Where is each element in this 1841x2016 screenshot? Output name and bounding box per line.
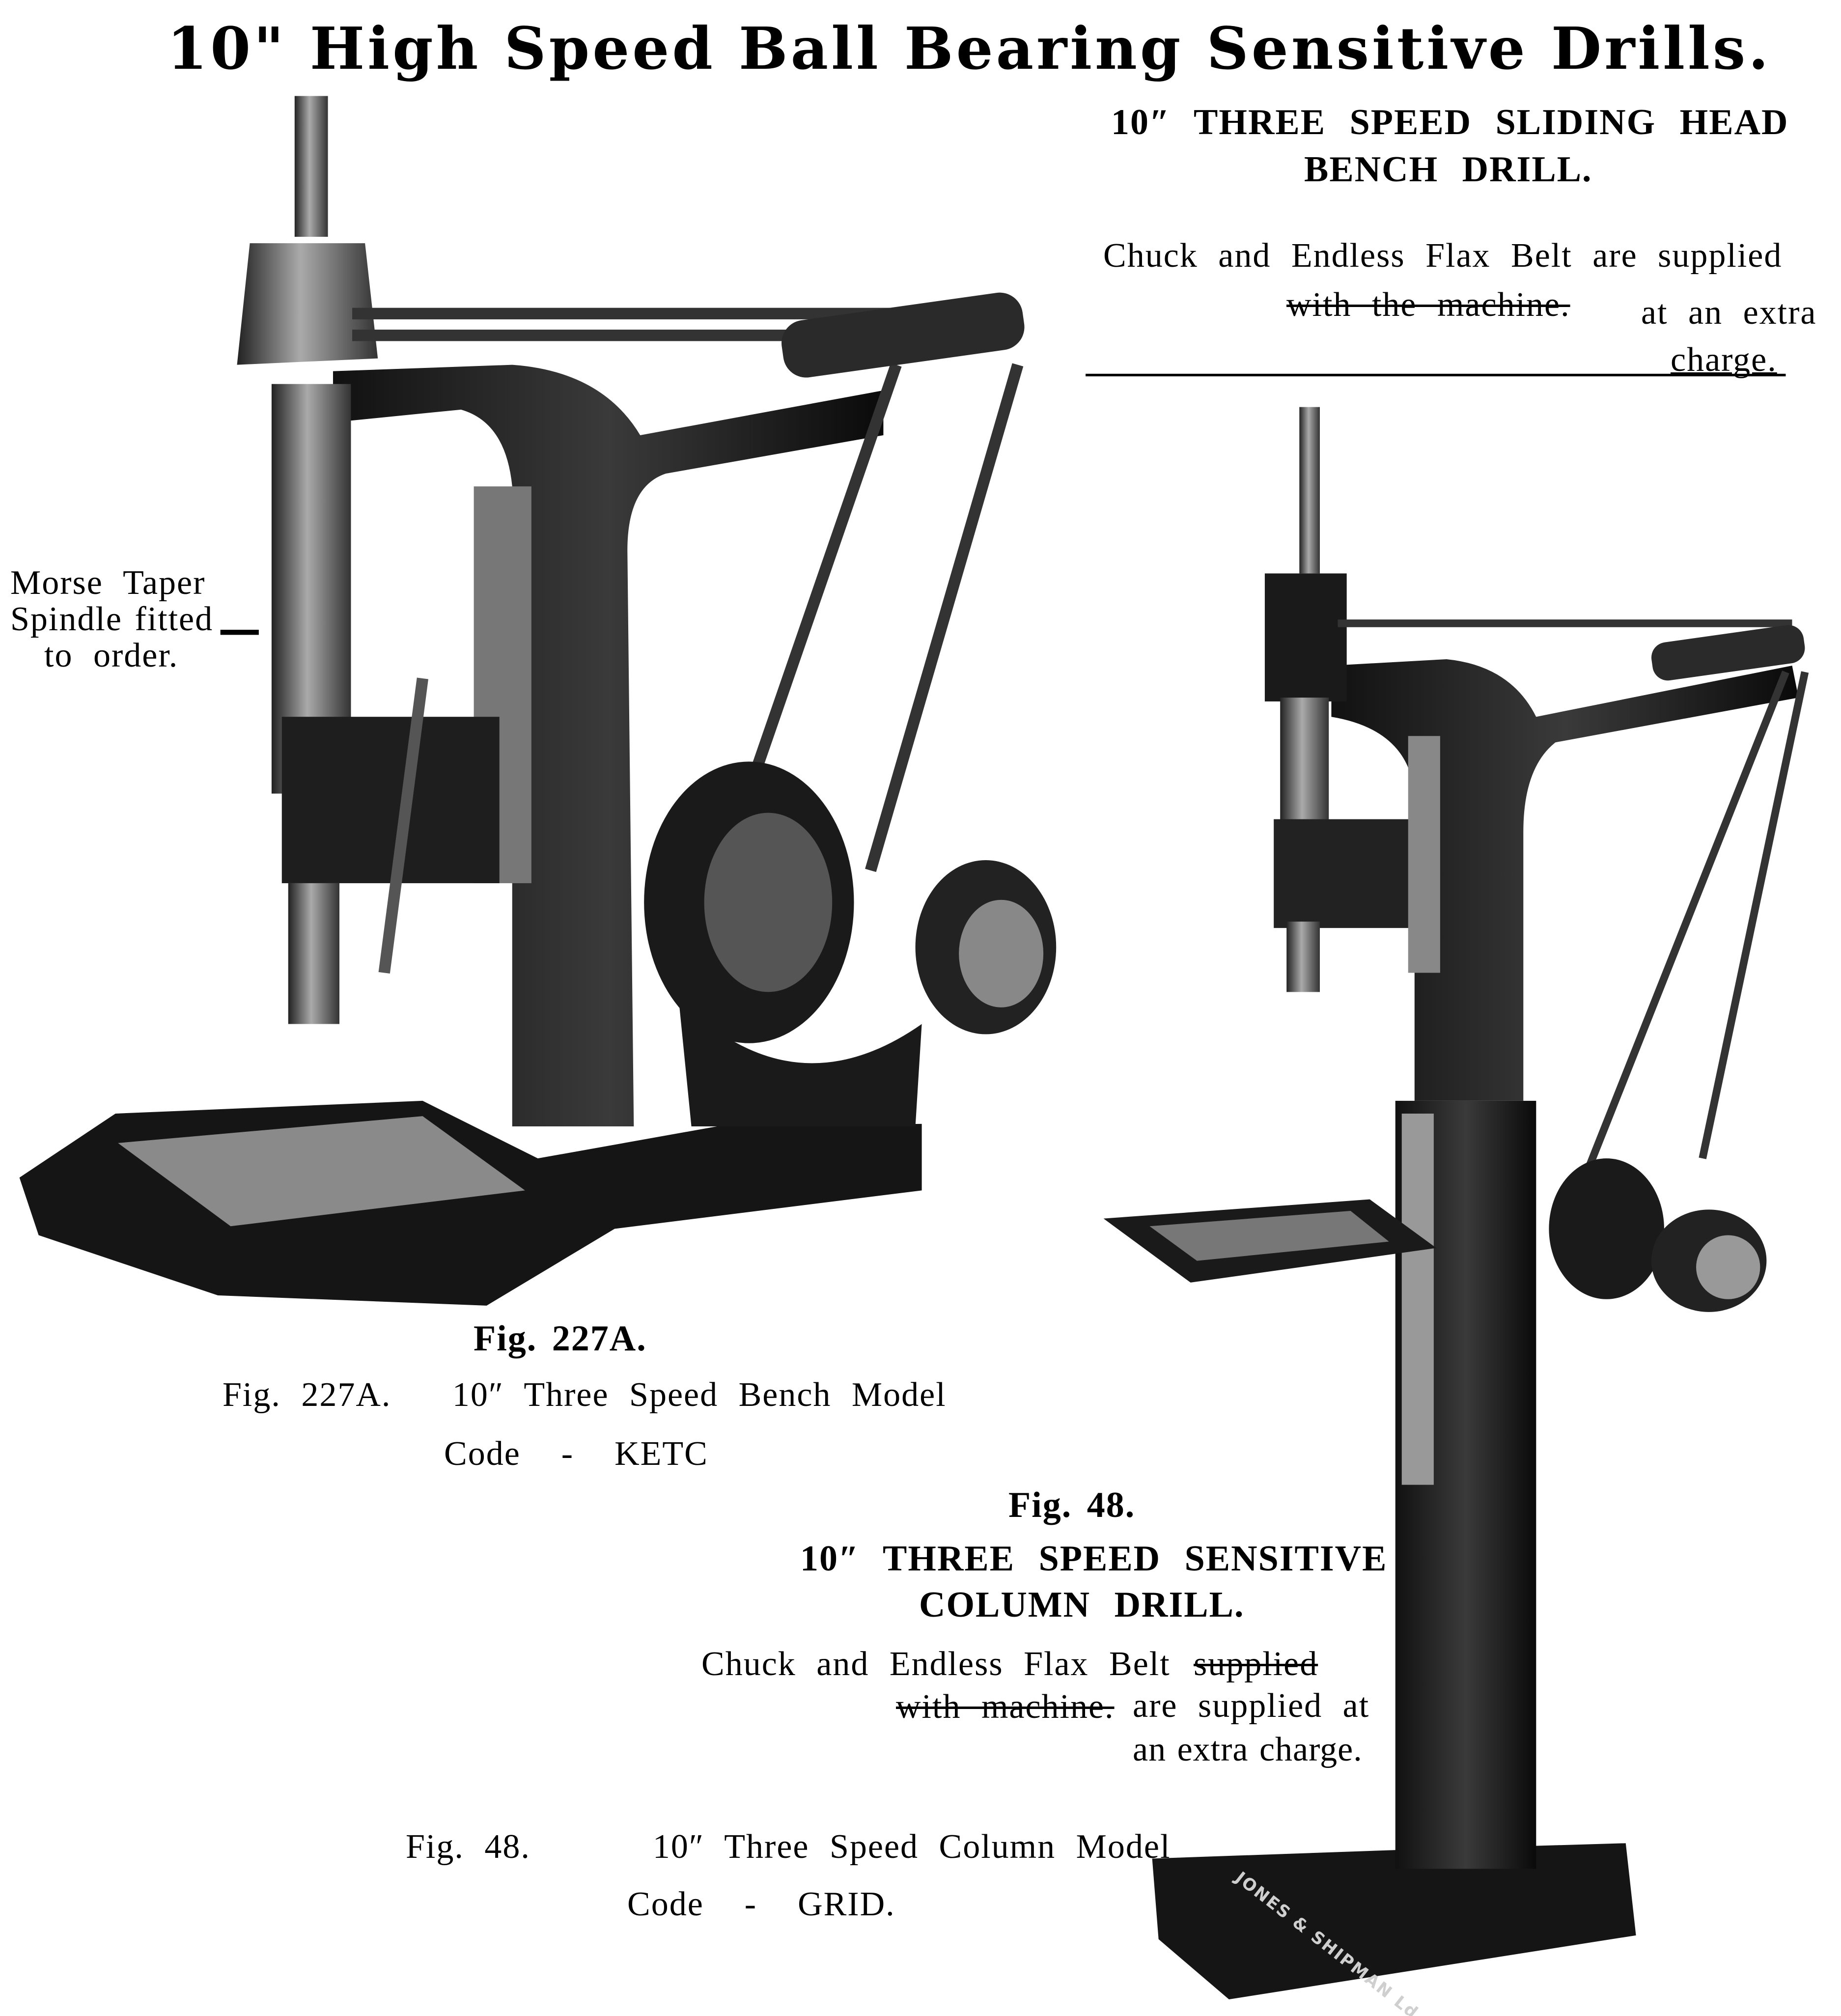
bench-drill-feed-bracket — [281, 717, 500, 883]
column-drill-upper-column — [1331, 659, 1799, 1101]
bench-drill-spindle-rod — [294, 96, 328, 237]
bench-drill-column — [333, 364, 884, 1127]
bench-drill-base — [19, 1100, 922, 1306]
column-drill-slide — [1408, 736, 1440, 973]
bench-drill-motor-face — [959, 899, 1044, 1008]
column-drill-head — [1264, 573, 1347, 701]
bench-drill-note-struck: with the machine. — [1286, 286, 1570, 324]
callout-line3: to order. — [44, 637, 179, 674]
callout-line1: Morse Taper — [10, 564, 206, 602]
column-drill-base — [1152, 1843, 1636, 2000]
column-drill-code: Code - GRID. — [627, 1885, 895, 1923]
column-drill-belts — [1338, 619, 1809, 1173]
callout-line2: Spindle fitted — [10, 600, 214, 638]
bench-drill-fig-label: Fig. 227A. — [474, 1318, 647, 1359]
bench-drill-table-top — [118, 1116, 525, 1227]
column-drill-motor-face — [1696, 1235, 1760, 1299]
column-drill-table-slide — [1401, 1113, 1434, 1485]
column-drill-note-line1: Chuck and Endless Flax Belt — [701, 1645, 1171, 1683]
bench-drill-note-line3: charge. — [1671, 341, 1777, 379]
column-drill-heading-line1: 10″ THREE SPEED SENSITIVE — [800, 1539, 1388, 1579]
column-drill-illustration — [1103, 407, 1809, 2000]
bench-drill-note-line1: Chuck and Endless Flax Belt are supplied — [1103, 237, 1783, 275]
column-drill-fig-label: Fig. 48. — [1008, 1485, 1136, 1525]
bench-drill-motor-bracket — [678, 998, 922, 1127]
column-drill-feed-bracket — [1274, 819, 1421, 928]
column-drill-rod — [1299, 407, 1320, 574]
bench-drill-heading-line1: 10″ THREE SPEED SLIDING HEAD — [1111, 102, 1789, 142]
bench-drill-head-cap — [237, 243, 378, 365]
page-title: 10" High Speed Ball Bearing Sensitive Dr… — [167, 14, 1772, 83]
bench-drill-heading-line2: BENCH DRILL. — [1304, 149, 1592, 190]
bench-drill-chuck — [288, 883, 340, 1024]
column-drill-chuck — [1286, 922, 1320, 992]
bench-drill-code: Code - KETC — [444, 1435, 708, 1473]
column-drill-lever-unit — [1651, 625, 1805, 681]
column-drill-caption: Fig. 48. 10″ Three Speed Column Model — [406, 1828, 1171, 1866]
bench-drill-lever-unit — [781, 292, 1025, 378]
bench-drill-feed-handle — [378, 677, 429, 974]
bench-drill-pulley-face — [704, 812, 833, 992]
column-drill-note-struck1: supplied — [1194, 1645, 1318, 1683]
bench-drill-caption: Fig. 227A. 10″ Three Speed Bench Model — [223, 1376, 947, 1414]
column-drill-cone-pulley — [1549, 1158, 1664, 1299]
column-drill-note-line2: are supplied at — [1133, 1687, 1370, 1725]
column-drill-note-line3: an extra charge. — [1133, 1731, 1363, 1768]
column-drill-table-top — [1149, 1211, 1389, 1261]
bench-drill-illustration — [19, 96, 1057, 1306]
column-drill-heading-line2: COLUMN DRILL. — [919, 1585, 1245, 1625]
column-drill-note-struck2: with machine. — [896, 1688, 1115, 1726]
bench-drill-note-line2: at an extra — [1641, 294, 1817, 332]
